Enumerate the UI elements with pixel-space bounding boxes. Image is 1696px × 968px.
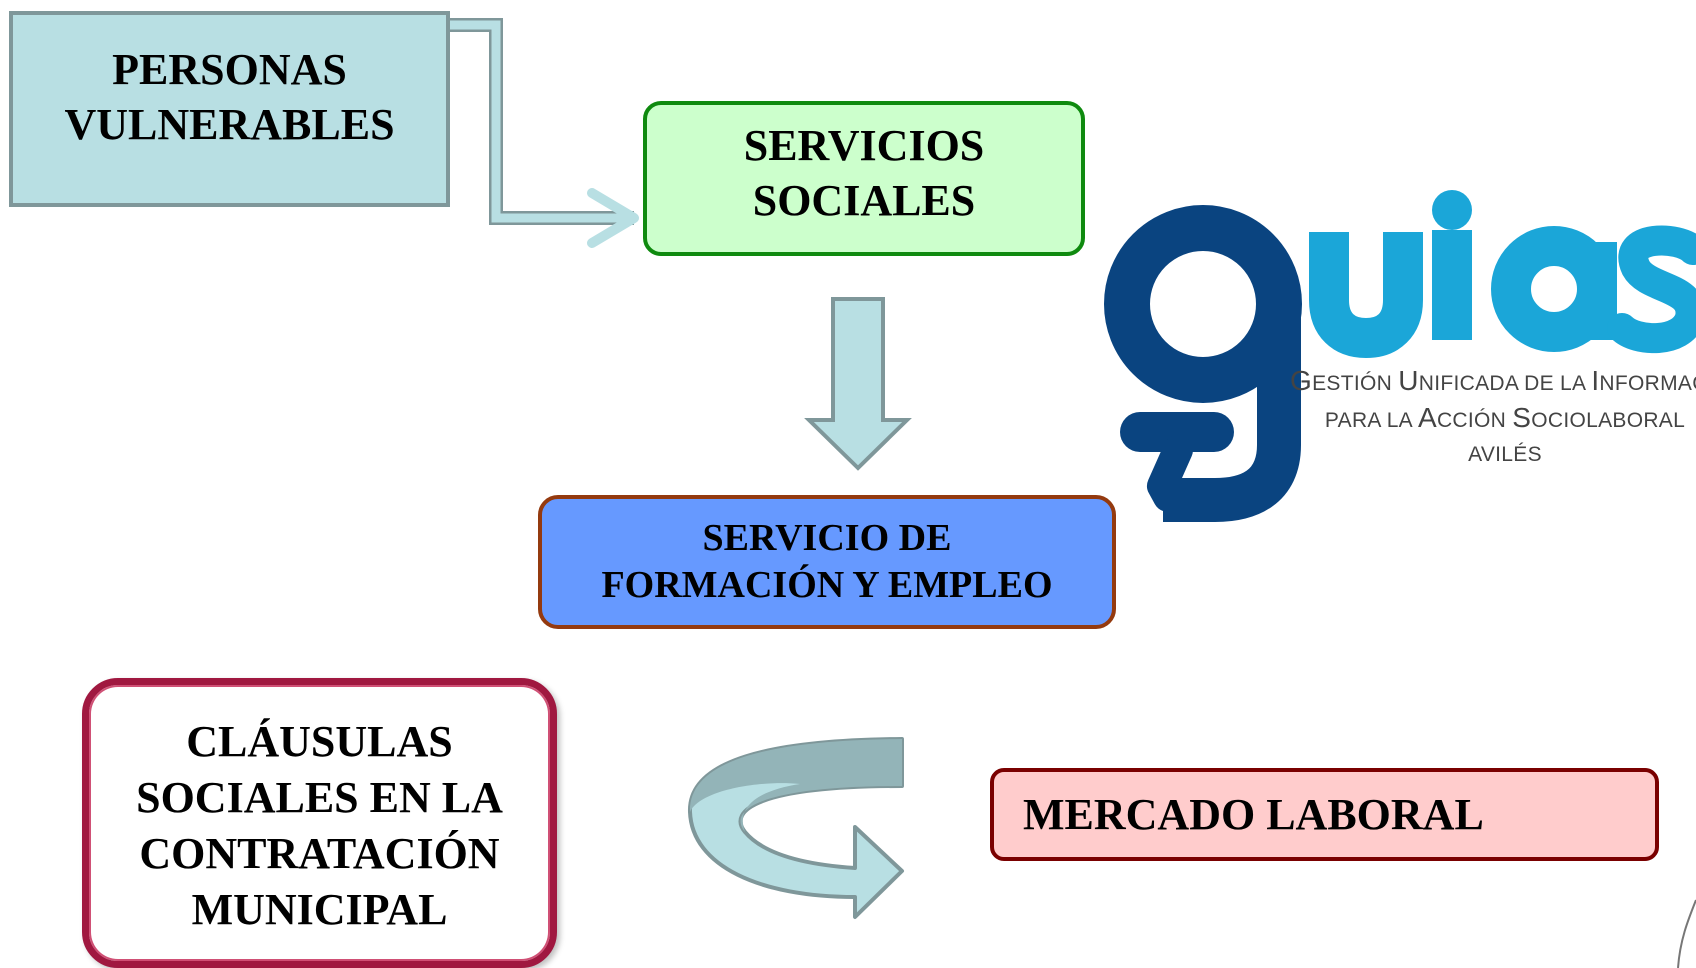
elbow-connector-arrow [450,18,639,248]
clausulas-sociales-box: CLÁUSULAS SOCIALES EN LA CONTRATACIÓN MU… [82,678,557,968]
servicios-sociales-box: SERVICIOS SOCIALES [643,101,1085,256]
corner-decoration [1677,899,1696,968]
logo-caption-line-2: PARA LA ACCIÓN SOCIOLABORAL [1324,402,1686,433]
mercado-laboral-box: MERCADO LABORAL [990,768,1659,861]
curved-arrow [687,737,904,919]
down-arrow [804,297,912,471]
logo-caption-line-3: AVILÉS [1468,443,1542,466]
logo-g-icon [1104,205,1302,522]
logo-uias-letters [1309,190,1696,359]
formacion-empleo-box: SERVICIO DE FORMACIÓN Y EMPLEO [538,495,1116,629]
personas-vulnerables-box: PERSONAS VULNERABLES [9,11,450,207]
logo-caption: GESTIÓN UNIFICADA DE LA INFORMACIÓN PARA… [1290,364,1696,472]
logo-caption-line-1: GESTIÓN UNIFICADA DE LA INFORMACIÓN [1290,365,1696,396]
